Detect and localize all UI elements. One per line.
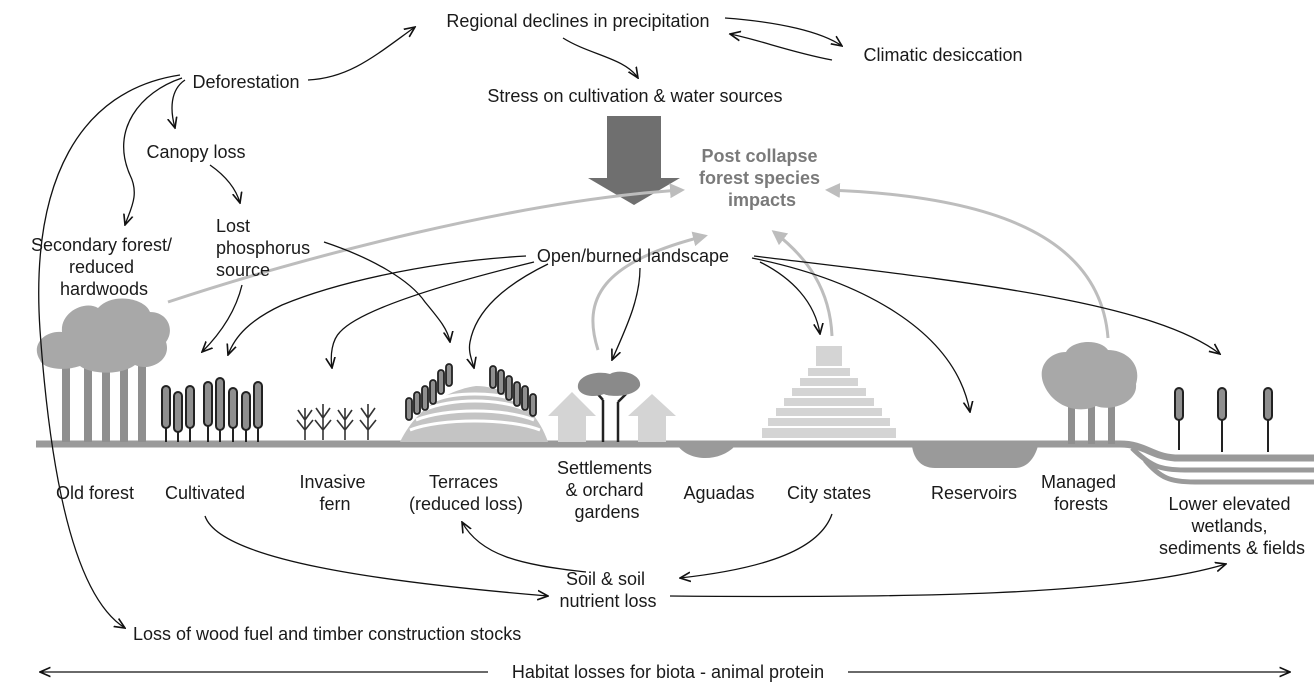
ground-line: [36, 440, 1314, 462]
label-terraces: Terraces (reduced loss): [409, 472, 523, 514]
landscape-illustration: [36, 298, 1314, 485]
label-wood-loss: Loss of wood fuel and timber constructio…: [133, 624, 521, 644]
label-secondary-forest: Secondary forest/ reduced hardwoods: [31, 235, 177, 299]
wetland-layer-1: [1130, 446, 1314, 473]
label-reservoirs: Reservoirs: [931, 483, 1017, 503]
aguada-pond: [678, 446, 735, 458]
orchard-tree: [577, 371, 641, 442]
label-habitat-loss: Habitat losses for biota - animal protei…: [512, 662, 824, 682]
settlement-houses: [548, 371, 676, 442]
label-city-states: City states: [787, 483, 871, 503]
label-phosphorus: Lost phosphorus source: [216, 216, 315, 280]
label-aguadas: Aguadas: [683, 483, 754, 503]
city-pyramid: [762, 346, 896, 438]
label-impacts: Post collapse forest species impacts: [699, 146, 825, 210]
managed-forest-tree: [1041, 341, 1138, 444]
cultivated-plants: [161, 377, 263, 442]
node-labels: Regional declines in precipitation Clima…: [31, 11, 1023, 682]
label-cultivated: Cultivated: [165, 483, 245, 503]
label-deforestation: Deforestation: [192, 72, 299, 92]
reservoir-basin: [912, 446, 1038, 468]
label-soil-loss: Soil & soil nutrient loss: [559, 569, 656, 611]
terrace-mound: [400, 363, 548, 442]
label-managed-forests: Managed forests: [1041, 472, 1121, 514]
label-settlements: Settlements & orchard gardens: [557, 458, 657, 522]
label-precipitation: Regional declines in precipitation: [446, 11, 709, 31]
landscape-labels: Old forest Cultivated Invasive fern Terr…: [56, 458, 1305, 558]
label-old-forest: Old forest: [56, 483, 134, 503]
label-invasive-fern: Invasive fern: [299, 472, 370, 514]
label-stress: Stress on cultivation & water sources: [487, 86, 782, 106]
label-desiccation: Climatic desiccation: [863, 45, 1022, 65]
fern-plants: [296, 404, 377, 440]
wetland-reeds: [1174, 387, 1273, 452]
wetland-layer-2: [1143, 458, 1314, 485]
impact-arrows: [167, 182, 1110, 351]
causal-arrows: [38, 17, 1226, 628]
label-wetlands: Lower elevated wetlands, sediments & fie…: [1159, 494, 1305, 558]
label-canopy-loss: Canopy loss: [146, 142, 245, 162]
label-open-landscape: Open/burned landscape: [537, 246, 729, 266]
main-down-arrow: [588, 116, 680, 205]
old-forest-tree: [36, 298, 170, 442]
